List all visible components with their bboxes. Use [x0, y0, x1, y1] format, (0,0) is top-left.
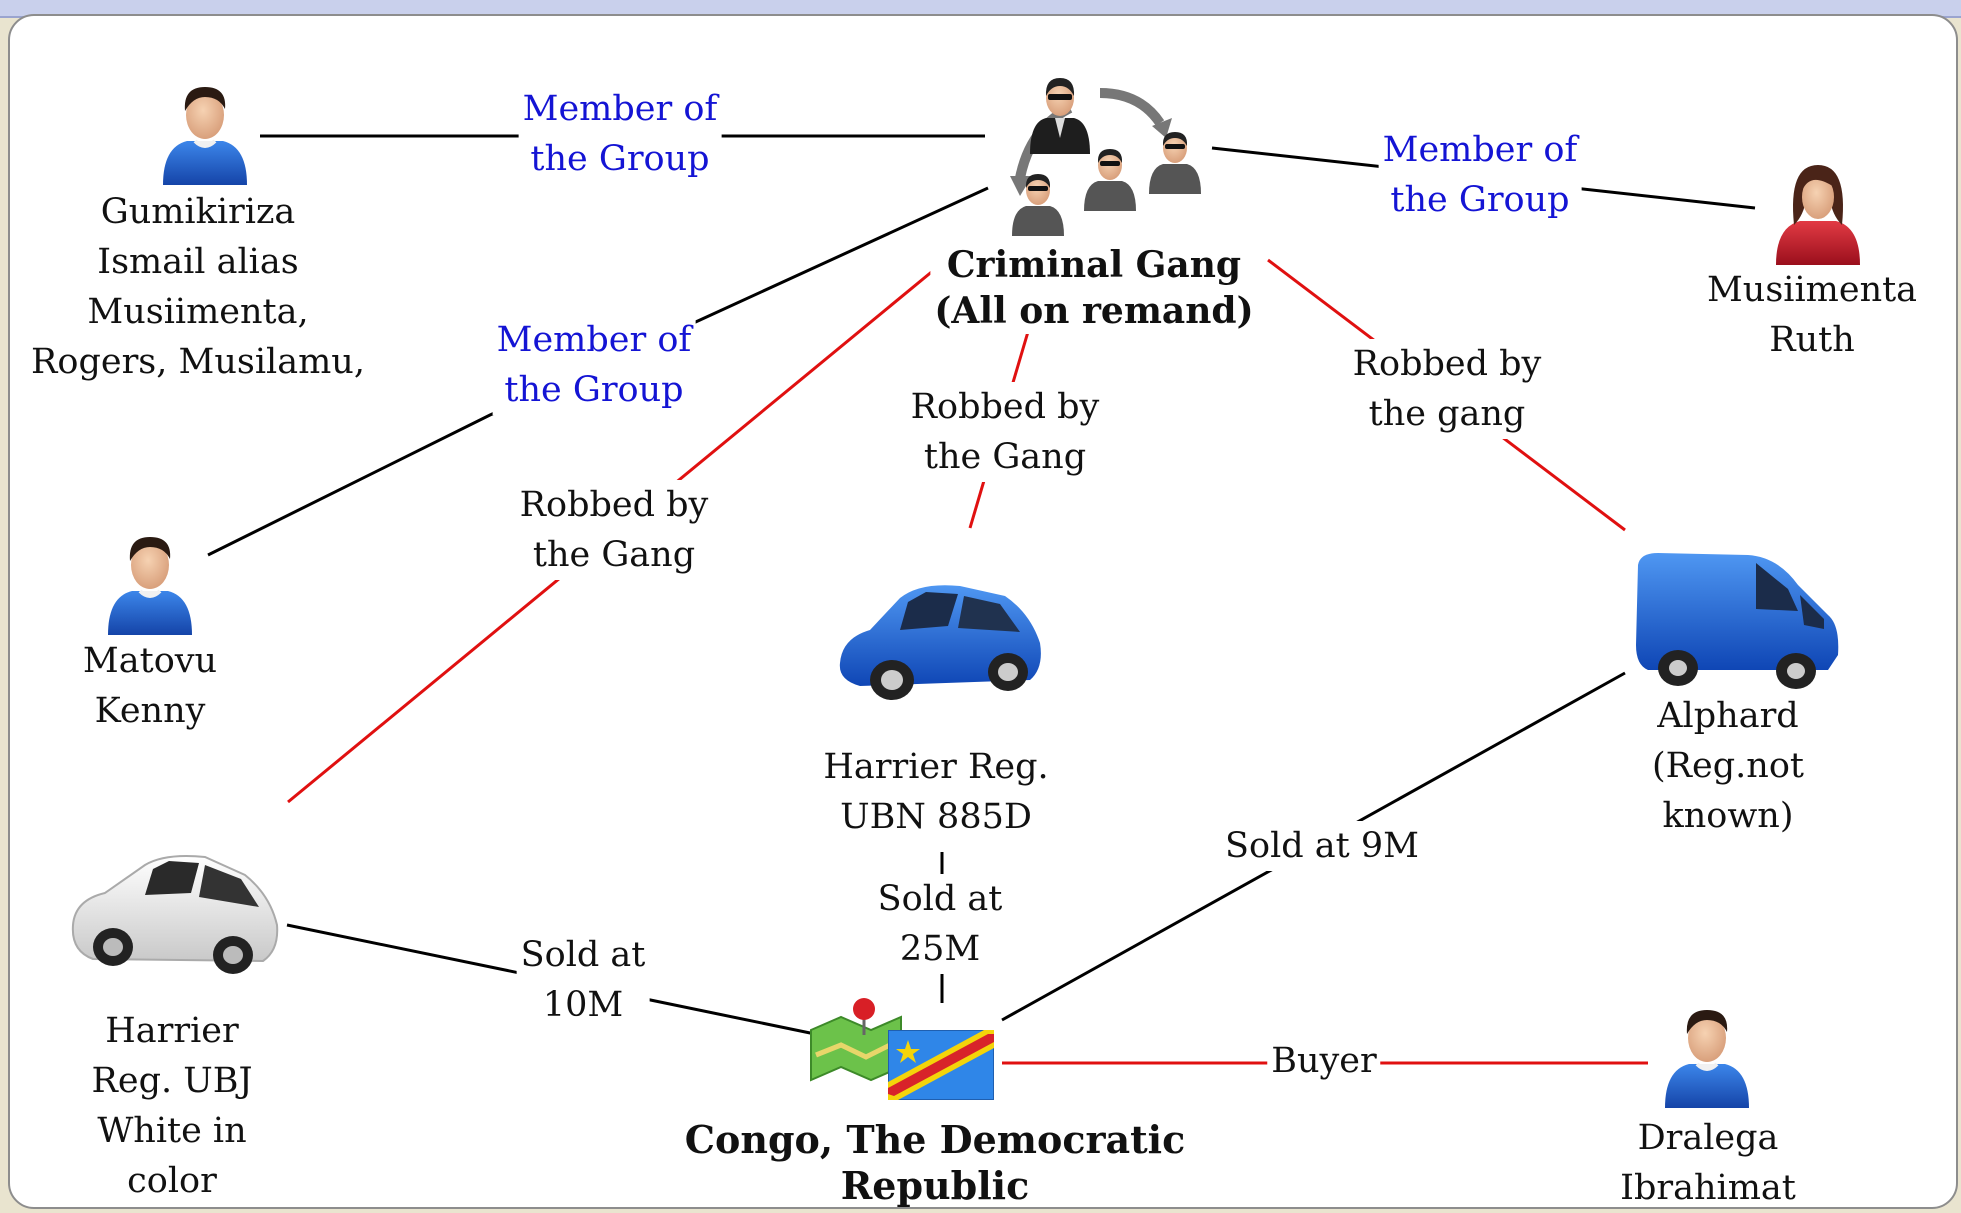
blue-car-icon	[839, 585, 1041, 700]
node-label-alphard: Alphard (Reg.not known)	[1652, 696, 1804, 836]
blue-van-icon	[1636, 553, 1839, 689]
node-label-harrier-ubn: Harrier Reg. UBN 885D	[823, 747, 1049, 837]
node-label-dralega: Dralega Ibrahimat	[1620, 1118, 1796, 1208]
edge-label-gang-ruth: Member of the Group	[1378, 125, 1582, 225]
edge-label-matovu-gang: Member of the Group	[492, 315, 696, 415]
edge-label-alphard-congo: Sold at 9M	[1221, 821, 1423, 871]
white-car-icon	[71, 855, 279, 974]
female-user-icon	[1776, 165, 1860, 265]
node-label-matovu-kenny: Matovu Kenny	[82, 641, 218, 731]
edge-label-gang-ubn: Robbed by the Gang	[906, 382, 1104, 482]
edge-label-ubn-congo: Sold at 25M	[873, 874, 1007, 974]
male-user-icon	[1663, 1008, 1751, 1110]
congo-flag-icon	[888, 1030, 994, 1100]
edge-label-ubj-congo: Sold at 10M	[516, 930, 650, 1030]
male-user-icon	[106, 535, 194, 637]
node-label-congo: Congo, The Democratic Republic	[684, 1117, 1186, 1208]
node-label-criminal-gang: Criminal Gang (All on remand)	[930, 242, 1258, 334]
edge-label-congo-dralega: Buyer	[1267, 1036, 1381, 1086]
gang-group-icon	[1010, 78, 1201, 236]
edge-label-gang-alphard: Robbed by the gang	[1348, 339, 1546, 439]
node-label-harrier-ubj: Harrier Reg. UBJ White in color	[91, 1011, 253, 1201]
node-label-gumikiriza: Gumikiriza Ismail alias Musiimenta, Roge…	[31, 192, 365, 382]
male-user-icon	[161, 85, 249, 187]
edge-label-gumikiriza-gang: Member of the Group	[518, 84, 722, 184]
node-label-musiimenta-ruth: Musiimenta Ruth	[1706, 270, 1918, 360]
edge-label-gang-ubj: Robbed by the Gang	[515, 480, 713, 580]
